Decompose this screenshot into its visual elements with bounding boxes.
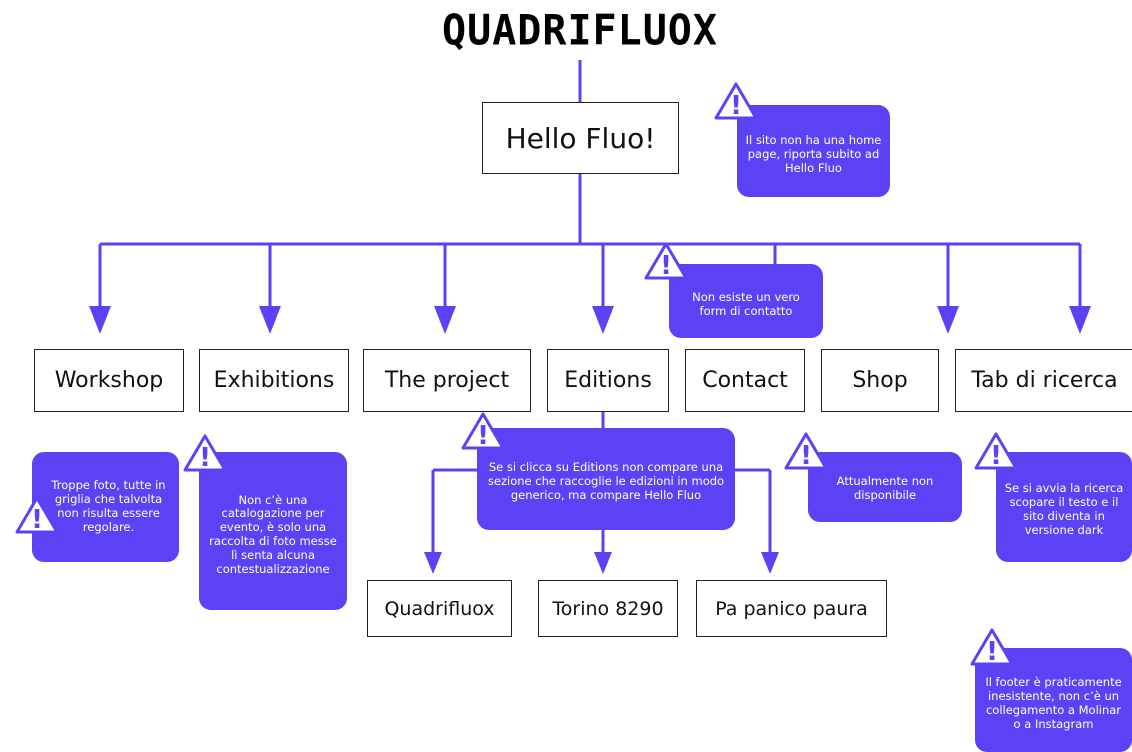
warning-triangle-icon: ! — [183, 434, 227, 473]
warning-triangle-icon: ! — [644, 242, 688, 281]
svg-text:!: ! — [660, 251, 672, 281]
diagram-title: QUADRIFLUOX — [442, 6, 718, 56]
note-workshop: Troppe foto, tutte in griglia che talvol… — [32, 452, 179, 562]
note-exhibitions: Non c’è una catalogazione per evento, è … — [199, 452, 347, 610]
warning-triangle-icon: ! — [784, 432, 828, 471]
warning-triangle-icon: ! — [461, 412, 505, 451]
section-node-exhibitions: Exhibitions — [199, 349, 349, 412]
section-node-editions: Editions — [547, 349, 669, 412]
warning-triangle-icon: ! — [974, 432, 1018, 471]
section-node-contact: Contact — [685, 349, 805, 412]
svg-text:!: ! — [730, 91, 742, 121]
svg-text:!: ! — [477, 421, 489, 451]
section-node-workshop: Workshop — [34, 349, 184, 412]
note-shop: Attualmente non disponibile — [808, 452, 962, 522]
edition-node-torino-8290: Torino 8290 — [538, 580, 678, 637]
warning-triangle-icon: ! — [714, 82, 758, 121]
warning-triangle-icon: ! — [970, 628, 1014, 667]
svg-text:!: ! — [31, 505, 43, 535]
note-home: Il sito non ha una home page, riporta su… — [737, 105, 890, 197]
note-contact: Non esiste un vero form di contatto — [669, 264, 823, 338]
svg-text:!: ! — [986, 637, 998, 667]
edition-node-pa-panico-paura: Pa panico paura — [696, 580, 887, 637]
svg-text:!: ! — [800, 441, 812, 471]
section-node-shop: Shop — [821, 349, 939, 412]
edition-node-quadrifluox: Quadrifluox — [367, 580, 512, 637]
note-search: Se si avvia la ricerca scopare il testo … — [996, 452, 1132, 562]
warning-triangle-icon: ! — [15, 496, 59, 535]
svg-text:!: ! — [199, 443, 211, 473]
section-node-tab-di-ricerca: Tab di ricerca — [955, 349, 1132, 412]
svg-text:!: ! — [990, 441, 1002, 471]
root-node-hello-fluo: Hello Fluo! — [482, 102, 679, 174]
section-node-the-project: The project — [363, 349, 531, 412]
note-editions: Se si clicca su Editions non compare una… — [477, 428, 735, 530]
